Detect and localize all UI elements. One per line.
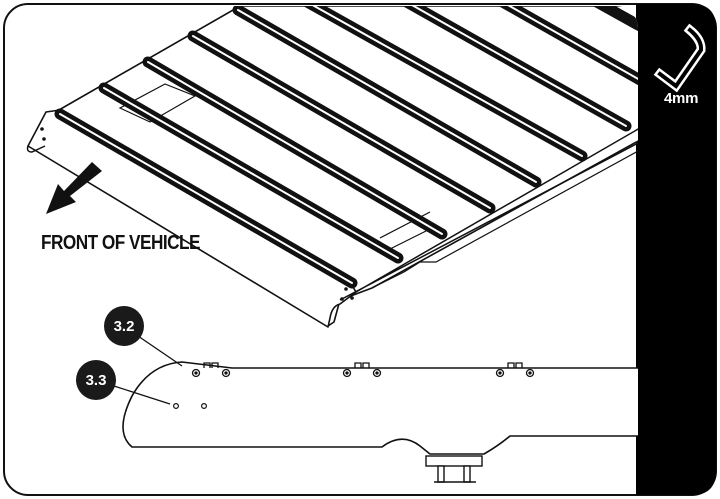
rail-holes xyxy=(40,127,354,301)
slat xyxy=(486,6,638,86)
slot-mount xyxy=(342,362,382,378)
mount-foot xyxy=(425,455,483,483)
slot-mount xyxy=(191,362,231,378)
side-mount-profile xyxy=(122,361,638,455)
slat xyxy=(98,82,404,264)
slat xyxy=(232,6,542,188)
roof-rack-assembly xyxy=(26,6,638,483)
slat xyxy=(580,6,638,32)
front-holes xyxy=(173,403,208,410)
slat xyxy=(54,108,358,289)
tool-panel xyxy=(636,4,716,495)
slat xyxy=(187,30,496,214)
slat xyxy=(390,6,632,132)
callout-badge-3.3: 3.3 xyxy=(76,360,116,400)
callout-leader-3.3 xyxy=(113,385,171,405)
tool-size-label: 4mm xyxy=(664,90,699,107)
slot-mount xyxy=(495,362,535,378)
rack-slats xyxy=(54,6,638,289)
slat xyxy=(294,6,588,162)
callout-leader-3.2 xyxy=(137,335,183,367)
direction-arrow-icon xyxy=(46,162,102,214)
right-side-rail xyxy=(339,127,638,301)
front-of-vehicle-label: FRONT OF VEHICLE xyxy=(41,232,200,254)
callout-badge-3.2: 3.2 xyxy=(104,306,144,346)
slat xyxy=(142,56,448,240)
